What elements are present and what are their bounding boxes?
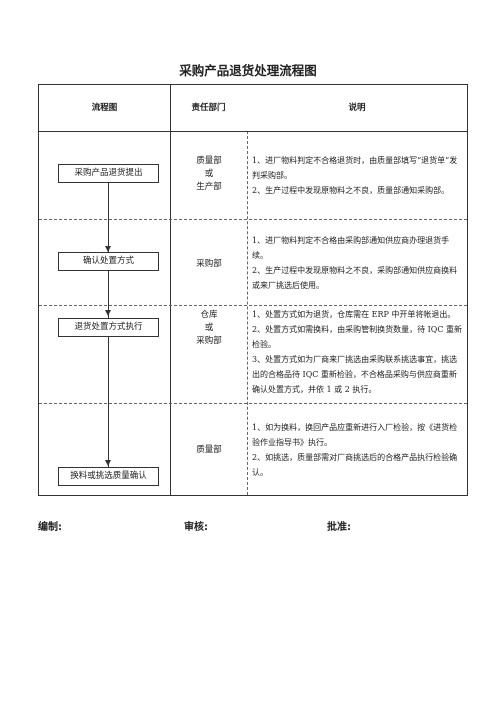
header-description: 说明 [348, 103, 366, 113]
document-title: 采购产品退货处理流程图 [179, 63, 317, 78]
row-divider [39, 403, 467, 404]
column-divider-dashed [247, 131, 248, 495]
approved-by-label: 批准: [327, 522, 351, 533]
department-text: 或 [204, 169, 214, 179]
flow-table: 流程图 责任部门 说明 采购产品退货提出 确认处置方式 退货处置方式执行 换料或… [38, 84, 468, 496]
flow-arrow-icon [105, 246, 111, 252]
department-cell: 质量部 [172, 444, 246, 457]
description-cell: 1、进厂物料判定不合格退货时，由质量部填写“退货单”发判采购部。 2、生产过程中… [252, 153, 464, 198]
header-department: 责任部门 [191, 103, 226, 113]
description-item: 1、如为换料，换回产品应重新进行入厂检验，按《进货检验作业指导书》执行。 [252, 423, 458, 447]
reviewed-by-label: 审核: [184, 522, 208, 533]
description-cell: 1、进厂物料判定不合格由采购部通知供应商办理退货手续。 2、生产过程中发现原物料… [252, 233, 464, 293]
row-divider [39, 305, 467, 306]
description-item: 2、如挑选，质量部需对厂商挑选后的合格产品执行检验确认。 [252, 453, 458, 477]
description-cell: 1、处置方式如为退货，仓库需在 ERP 中开单将帐退出。 2、处置方式如需换料，… [252, 307, 464, 397]
prepared-by-label: 编制: [38, 522, 62, 533]
row-divider [39, 219, 467, 220]
flow-step-box: 确认处置方式 [58, 252, 159, 271]
department-text: 或 [204, 323, 214, 333]
department-text: 质量部 [196, 156, 222, 166]
description-item: 2、处置方式如需换料，由采购管制换货数量，待 IQC 重新检验。 [252, 325, 463, 349]
description-item: 1、进厂物料判定不合格由采购部通知供应商办理退货手续。 [252, 236, 450, 260]
department-text: 质量部 [196, 445, 222, 455]
header-divider [39, 131, 467, 132]
department-text: 采购部 [196, 336, 222, 346]
department-text: 仓库 [200, 310, 218, 320]
department-cell: 质量部 或 生产部 [172, 155, 246, 194]
description-item: 3、处置方式如为厂商来厂挑选由采购联系挑选事宜，挑选出的合格品待 IQC 重新检… [252, 355, 458, 394]
flow-step-box: 退货处置方式执行 [58, 318, 159, 337]
description-item: 2、生产过程中发现原物料之不良，采购部通知供应商换料或来厂挑选后使用。 [252, 266, 458, 290]
department-cell: 仓库 或 采购部 [172, 309, 246, 348]
department-cell: 采购部 [172, 258, 246, 271]
flow-step-box: 换料或挑选质量确认 [58, 467, 159, 486]
flow-arrow-icon [105, 460, 111, 466]
description-item: 1、进厂物料判定不合格退货时，由质量部填写“退货单”发判采购部。 [252, 156, 458, 180]
flow-arrow-icon [105, 310, 111, 316]
flow-step-box: 采购产品退货提出 [58, 164, 159, 183]
column-divider [170, 85, 171, 495]
department-text: 生产部 [196, 182, 222, 192]
description-cell: 1、如为换料，换回产品应重新进行入厂检验，按《进货检验作业指导书》执行。 2、如… [252, 420, 464, 480]
description-item: 2、生产过程中发现原物料之不良，质量部通知采购部。 [252, 186, 450, 195]
header-flowchart: 流程图 [91, 103, 118, 113]
description-item: 1、处置方式如为退货，仓库需在 ERP 中开单将帐退出。 [252, 310, 456, 319]
department-text: 采购部 [196, 259, 222, 269]
